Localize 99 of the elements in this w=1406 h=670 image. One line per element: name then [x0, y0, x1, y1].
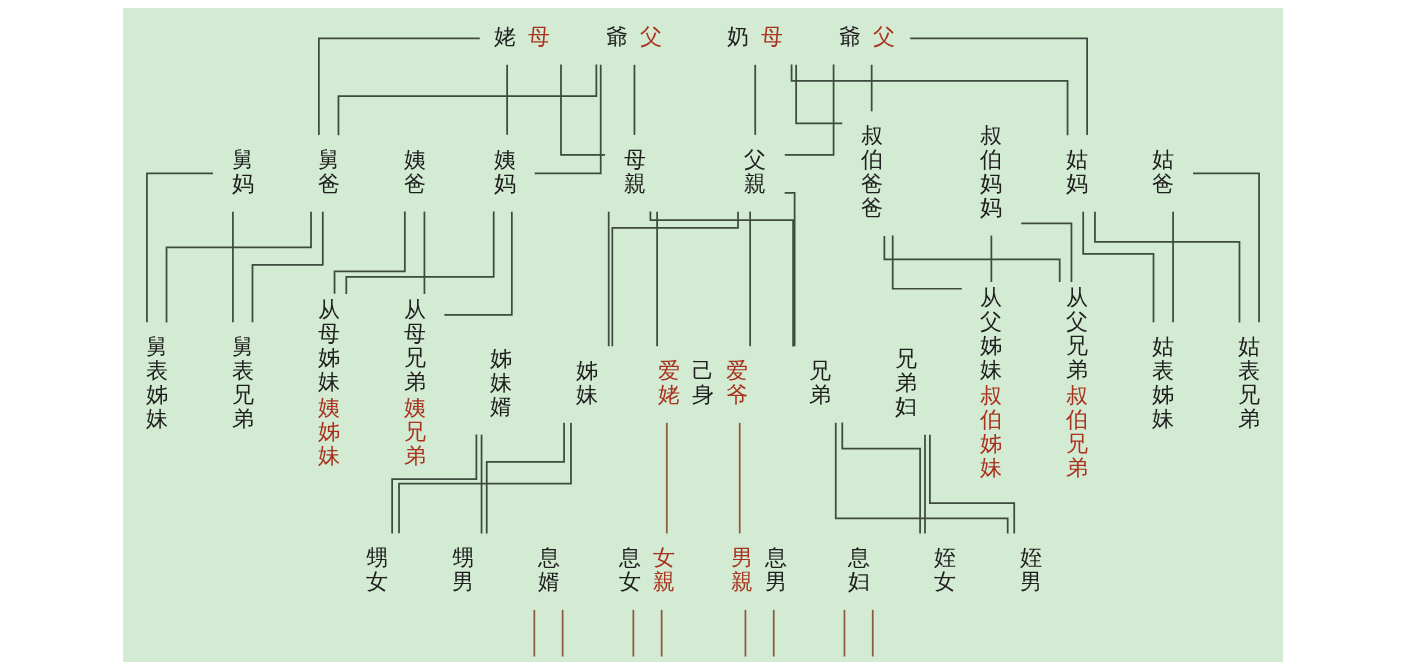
node-label: 叔伯兄弟 — [1066, 383, 1089, 480]
connector — [843, 609, 846, 658]
connector — [391, 433, 478, 535]
connector — [871, 609, 874, 658]
connector — [772, 609, 775, 658]
connector — [929, 433, 1016, 535]
node-text: 息女 — [619, 545, 642, 595]
connector — [607, 210, 610, 348]
connector — [423, 210, 426, 295]
node-label: 姨兄弟 — [403, 394, 426, 468]
connector — [251, 210, 324, 324]
node-text: 姥 — [494, 23, 517, 49]
node-text: 息男 — [765, 545, 788, 595]
connector — [1082, 210, 1155, 324]
connector — [333, 210, 406, 295]
node-text: 兄弟妇 — [894, 346, 917, 419]
node-text: 舅妈 — [231, 146, 254, 196]
connector — [660, 609, 663, 658]
node-text: 息妇 — [847, 545, 870, 595]
connector — [611, 210, 739, 348]
connector — [506, 63, 508, 136]
connector — [633, 63, 636, 136]
connector — [398, 421, 572, 535]
connector — [795, 64, 844, 125]
node-text: 叔伯妈妈 — [980, 122, 1003, 220]
node-text: 姑爸 — [1152, 146, 1175, 196]
connector — [784, 63, 835, 156]
connector — [738, 421, 741, 535]
node-label: 父 — [872, 23, 895, 49]
node-text: 父親 — [744, 146, 767, 196]
connector — [480, 433, 483, 535]
node-text: 甥女 — [365, 545, 388, 595]
connector — [790, 63, 1069, 137]
connector — [318, 37, 481, 136]
connector — [533, 63, 602, 175]
node-label: 女親 — [652, 545, 675, 595]
connector — [1192, 172, 1260, 324]
connector — [754, 63, 757, 136]
connector — [443, 210, 513, 316]
node-text: 姑妈 — [1066, 146, 1089, 196]
node-text: 从母姊妹 — [317, 297, 340, 394]
node-label: 叔伯姊妹 — [980, 383, 1003, 480]
connector — [656, 210, 658, 348]
connector — [744, 609, 747, 658]
connector — [990, 234, 993, 283]
node-text: 己身 — [692, 357, 715, 407]
connector — [870, 63, 873, 113]
node-text: 甥男 — [451, 545, 474, 595]
node-text: 爺 — [839, 23, 862, 49]
node-text: 姊妹婿 — [489, 346, 512, 419]
node-text: 叔伯爸爸 — [860, 122, 883, 220]
node-text: 兄弟 — [808, 357, 831, 407]
node-text: 从母兄弟 — [403, 297, 426, 394]
node-text: 从父姊妹 — [980, 285, 1003, 382]
node-label: 母 — [527, 23, 550, 49]
connector — [337, 63, 598, 137]
node-text: 姑表兄弟 — [1238, 334, 1261, 431]
node-text: 姑表姊妹 — [1152, 334, 1175, 431]
node-text: 从父兄弟 — [1066, 285, 1089, 382]
node-text: 母親 — [623, 146, 646, 196]
node-label: 爱爷 — [725, 357, 748, 407]
connector — [783, 192, 796, 348]
connector — [891, 234, 963, 290]
connector — [232, 210, 234, 323]
connector — [749, 210, 751, 348]
node-text: 姨爸 — [403, 146, 426, 196]
node-text: 舅表兄弟 — [231, 334, 254, 431]
node-label: 父 — [639, 23, 662, 49]
connector — [561, 609, 564, 658]
connector — [165, 210, 312, 324]
connector — [665, 421, 668, 535]
connector — [533, 609, 536, 658]
connector — [834, 422, 1009, 535]
node-text: 姨妈 — [494, 146, 517, 196]
node-text: 息婿 — [537, 545, 560, 595]
node-label: 母 — [760, 23, 783, 49]
connector — [632, 609, 635, 658]
connector — [1094, 210, 1241, 324]
node-text: 奶 — [726, 23, 749, 49]
connector — [1020, 222, 1073, 283]
connector — [909, 37, 1088, 136]
node-text: 舅爸 — [317, 146, 340, 196]
node-text: 舅表姊妹 — [145, 334, 168, 431]
node-text: 姊妹 — [575, 357, 598, 407]
node-label: 姨姊妹 — [317, 394, 340, 468]
connector — [1172, 210, 1174, 323]
connector — [924, 433, 926, 535]
connector — [345, 210, 495, 295]
connector — [649, 210, 794, 348]
connector — [883, 235, 1061, 283]
connector — [146, 172, 214, 324]
node-label: 男親 — [731, 545, 754, 595]
node-text: 爺 — [606, 23, 629, 49]
node-text: 姪男 — [1019, 545, 1042, 595]
connector — [841, 421, 921, 535]
connector — [485, 421, 565, 535]
connector — [560, 63, 606, 156]
node-text: 姪女 — [933, 545, 956, 595]
node-label: 爱姥 — [658, 357, 681, 407]
